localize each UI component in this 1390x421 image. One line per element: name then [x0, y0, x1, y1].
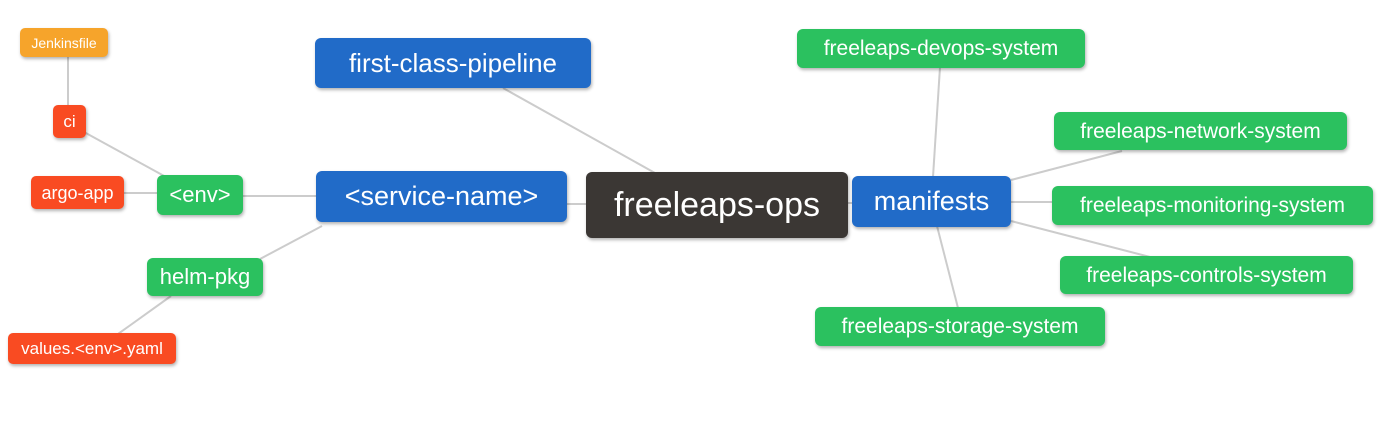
edge-ci-env: [83, 131, 167, 178]
node-first-class-pipeline[interactable]: first-class-pipeline: [315, 38, 591, 88]
edge-manifests-devops-system: [932, 66, 941, 178]
node-monitoring-system[interactable]: freeleaps-monitoring-system: [1052, 186, 1373, 225]
node-argo-app[interactable]: argo-app: [31, 176, 124, 209]
node-controls-system[interactable]: freeleaps-controls-system: [1060, 256, 1353, 294]
node-helm-pkg[interactable]: helm-pkg: [147, 258, 263, 296]
edge-first-class-pipeline-ops: [502, 87, 656, 174]
node-manifests[interactable]: manifests: [852, 176, 1011, 227]
edge-values-helm-pkg: [117, 295, 172, 335]
edge-manifests-network-system: [1010, 150, 1123, 181]
edge-manifests-storage-system: [936, 225, 959, 309]
node-freeleaps-ops[interactable]: freeleaps-ops: [586, 172, 848, 238]
edge-helm-pkg-service-name: [259, 225, 323, 260]
node-env[interactable]: <env>: [157, 175, 243, 215]
node-storage-system[interactable]: freeleaps-storage-system: [815, 307, 1105, 346]
node-service-name[interactable]: <service-name>: [316, 171, 567, 222]
node-values-env-yaml[interactable]: values.<env>.yaml: [8, 333, 176, 364]
node-devops-system[interactable]: freeleaps-devops-system: [797, 29, 1085, 68]
node-jenkinsfile[interactable]: Jenkinsfile: [20, 28, 108, 57]
edge-manifests-controls-system: [1010, 220, 1151, 258]
node-network-system[interactable]: freeleaps-network-system: [1054, 112, 1347, 150]
node-ci[interactable]: ci: [53, 105, 86, 138]
